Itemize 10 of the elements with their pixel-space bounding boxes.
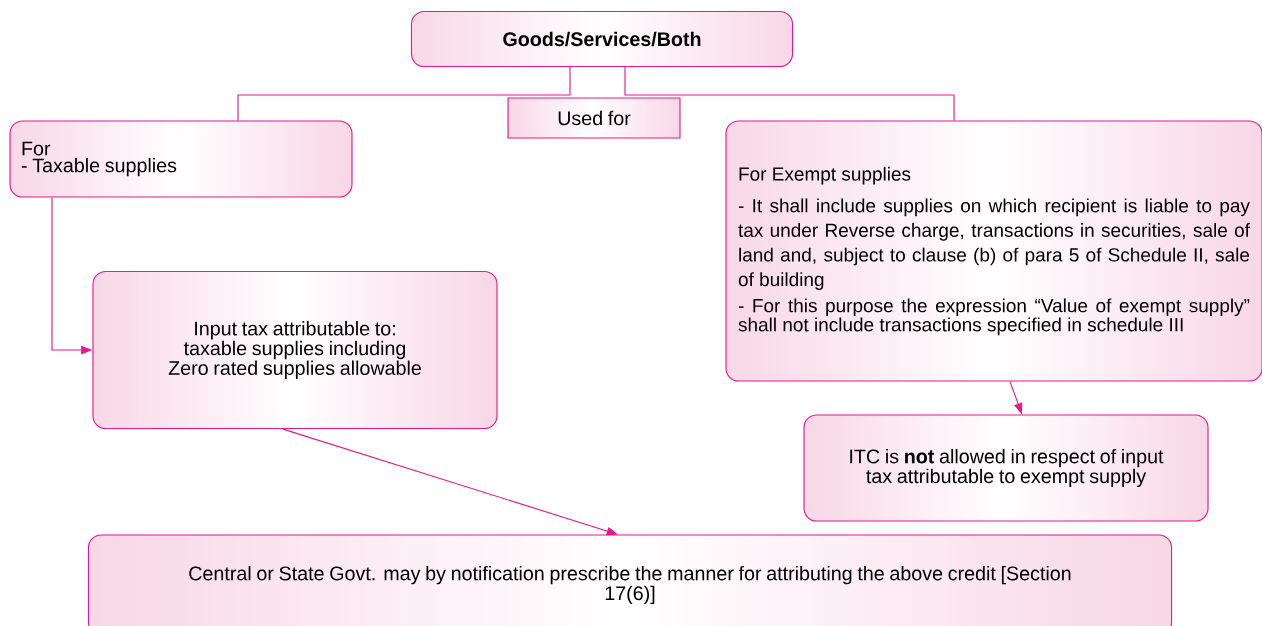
- process-box: Central or State Govt. may by notification prescribe the manner for attributing the above credit [Section 17(6)]: [87, 534, 1173, 626]
- process-box: Input tax attributable to: taxable supplies including Zero rated supplies allowable: [92, 270, 498, 430]
- connector: [237, 66, 571, 121]
- connector: [624, 66, 955, 121]
- result-box: ITC is not allowed in respect of input tax attributable to exempt supply: [803, 414, 1209, 522]
- start-box: Goods/Services/Both: [410, 10, 794, 68]
- connector: [282, 428, 618, 536]
- category-box: For - Taxable supplies: [9, 120, 353, 198]
- label-box: Used for: [507, 97, 681, 139]
- category-box: For Exempt supplies - It shall include supplies on which recipient is liable to pay tax under Reverse charge, transactions in securities, sale of land and, subject to clause (b) of para 5 of Schedule II, sale of building - For this purpose the expression “Value of exempt supply” shall not include transactions specified in schedule III: [725, 120, 1262, 382]
